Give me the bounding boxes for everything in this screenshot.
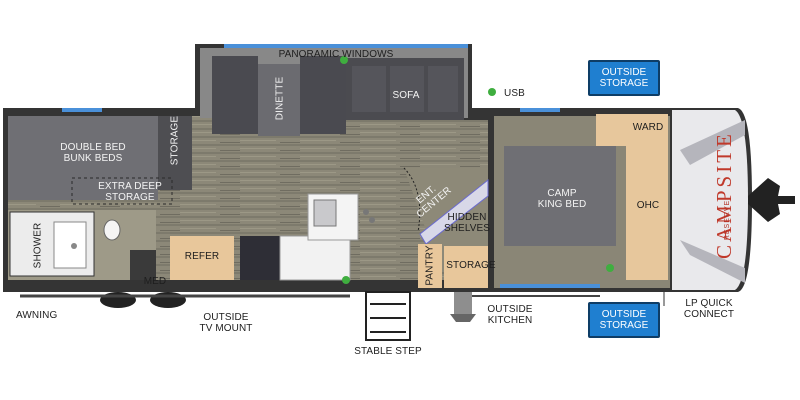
brand-logo-sub: RESERVE bbox=[724, 199, 731, 241]
label-ohc: OHC bbox=[636, 200, 660, 211]
label-sofa: SOFA bbox=[392, 90, 420, 101]
overhead-cabinet bbox=[626, 144, 668, 280]
refrigerator bbox=[170, 236, 234, 280]
badge-outside-storage-bottom: OUTSIDE STORAGE bbox=[588, 302, 660, 338]
dinette-bench-left bbox=[212, 56, 258, 134]
label-med: MED bbox=[143, 276, 167, 287]
label-usb: USB bbox=[504, 88, 525, 99]
label-storage-bunk: STORAGE bbox=[169, 115, 181, 166]
label-outside-kitchen: OUTSIDE KITCHEN bbox=[487, 304, 533, 326]
entry-step bbox=[365, 291, 411, 341]
label-hidden-shelves: HIDDEN SHELVES bbox=[443, 212, 491, 234]
range bbox=[240, 236, 280, 280]
ent-center-area bbox=[403, 167, 489, 288]
label-extra-deep-storage: EXTRA DEEP STORAGE bbox=[98, 181, 162, 203]
kitchen bbox=[170, 193, 375, 281]
label-outside-tv-mount: OUTSIDE TV MOUNT bbox=[199, 312, 253, 334]
dinette-table bbox=[258, 64, 300, 136]
label-dinette: DINETTE bbox=[274, 76, 286, 121]
front-bedroom bbox=[494, 108, 670, 288]
label-pantry: PANTRY bbox=[424, 245, 436, 286]
outlet-dot-bedroom bbox=[606, 264, 614, 272]
counter bbox=[279, 235, 351, 281]
bathroom bbox=[8, 210, 156, 280]
slide-out bbox=[200, 44, 468, 136]
label-lp-quick-connect: LP QUICK CONNECT bbox=[683, 298, 735, 320]
label-camp-king-bed: CAMP KING BED bbox=[537, 188, 587, 210]
label-stable-step: STABLE STEP bbox=[354, 346, 422, 357]
usb-outlet-dot bbox=[340, 56, 348, 64]
label-double-bed-bunk-beds: DOUBLE BED BUNK BEDS bbox=[60, 142, 126, 164]
panoramic-window bbox=[224, 44, 468, 48]
label-panoramic-windows: PANORAMIC WINDOWS bbox=[278, 49, 394, 60]
label-shower: SHOWER bbox=[32, 222, 44, 269]
wardrobe bbox=[596, 114, 668, 146]
badge-outside-storage-top: OUTSIDE STORAGE bbox=[588, 60, 660, 96]
bunk-area bbox=[8, 108, 192, 205]
label-ward: WARD bbox=[632, 122, 664, 133]
outlet-dot-kitchen bbox=[342, 276, 350, 284]
dinette-bench-right bbox=[300, 56, 346, 134]
usb-dot-legend bbox=[488, 88, 496, 96]
outside-kitchen-hatch bbox=[450, 292, 476, 322]
label-refer: REFER bbox=[184, 251, 220, 262]
label-awning: AWNING bbox=[16, 310, 58, 321]
king-bed bbox=[504, 146, 616, 246]
wheels bbox=[20, 292, 600, 308]
label-storage-kitchen: STORAGE bbox=[446, 260, 496, 271]
